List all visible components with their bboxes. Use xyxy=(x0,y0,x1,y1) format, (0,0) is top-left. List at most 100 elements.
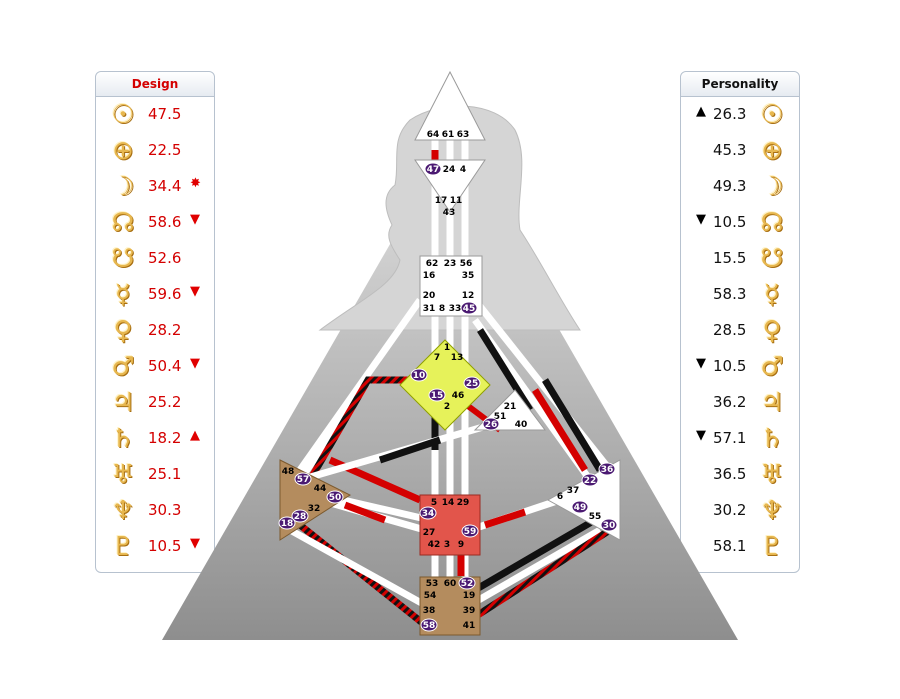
active-gate-marker xyxy=(461,524,479,538)
active-gate-marker xyxy=(600,518,618,532)
personality-row: ♃36.2 xyxy=(681,386,799,422)
neptune-icon: ♆ xyxy=(760,496,784,526)
gate-43: 43 xyxy=(443,208,456,218)
gate-12: 12 xyxy=(462,291,475,301)
gate-8: 8 xyxy=(439,304,445,314)
gate-51: 51 xyxy=(494,412,507,422)
channels xyxy=(288,130,613,628)
gate-15: 15 xyxy=(431,391,444,401)
throat-center xyxy=(419,255,483,317)
design-row: ☊58.6▼ xyxy=(96,206,214,242)
active-gate-marker xyxy=(420,618,438,632)
moon-icon: ☽ xyxy=(760,172,784,202)
design-value: 58.6 xyxy=(148,213,182,231)
design-row: ♆30.3 xyxy=(96,494,214,530)
saturn-icon: ♄ xyxy=(760,424,784,454)
active-gate-marker xyxy=(598,462,616,476)
detriment-icon: ▼ xyxy=(696,356,706,371)
gate-32: 32 xyxy=(308,504,321,514)
gate-3: 3 xyxy=(444,540,450,550)
gate-14: 14 xyxy=(442,498,455,508)
jupiter-icon: ♃ xyxy=(760,388,784,418)
juxtaposition-icon: ✸ xyxy=(190,176,201,191)
gate-55: 55 xyxy=(589,512,602,522)
design-value: 22.5 xyxy=(148,141,182,159)
active-gate-marker xyxy=(294,472,312,486)
pluto-icon: ♇ xyxy=(760,532,784,562)
active-gate-marker xyxy=(428,388,446,402)
north-node-icon: ☊ xyxy=(111,208,135,238)
design-value: 18.2 xyxy=(148,429,182,447)
exalted-icon: ▲ xyxy=(190,428,200,443)
gate-34: 34 xyxy=(422,509,435,519)
gate-56: 56 xyxy=(460,259,473,269)
gate-53: 53 xyxy=(426,579,439,589)
gate-25: 25 xyxy=(466,379,479,389)
personality-row: ☽49.3 xyxy=(681,170,799,206)
personality-value: 58.3 xyxy=(713,285,747,303)
mars-icon: ♂ xyxy=(760,352,784,382)
personality-value: 10.5 xyxy=(713,213,747,231)
design-row: ♃ 25.2 xyxy=(96,386,214,422)
moon-icon: ☽ xyxy=(111,172,135,202)
gate-33: 33 xyxy=(449,304,462,314)
personality-row: ☋15.5 xyxy=(681,242,799,278)
design-value: 25.2 xyxy=(148,393,182,411)
mars-icon: ♂ xyxy=(111,352,135,382)
personality-panel: Personality ☉26.3▲⊕45.3☽49.3☊10.5▼☋15.5☿… xyxy=(680,71,800,573)
gate-59: 59 xyxy=(464,527,477,537)
mercury-icon: ☿ xyxy=(764,280,780,310)
personality-row: ☊10.5▼ xyxy=(681,206,799,242)
design-value: 10.5 xyxy=(148,537,182,555)
gate-57: 57 xyxy=(297,475,310,485)
gate-38: 38 xyxy=(423,606,436,616)
gate-37: 37 xyxy=(567,486,580,496)
gate-1: 1 xyxy=(444,343,450,353)
gate-61: 61 xyxy=(442,130,455,140)
gate-19: 19 xyxy=(463,591,476,601)
design-row: ♅ 25.1 xyxy=(96,458,214,494)
personality-value: 57.1 xyxy=(713,429,747,447)
personality-row: ♀28.5 xyxy=(681,314,799,350)
design-value: 52.6 xyxy=(148,249,182,267)
design-row: ♂50.4▼ xyxy=(96,350,214,386)
south-node-icon: ☋ xyxy=(760,244,784,274)
gate-48: 48 xyxy=(282,467,295,477)
gate-7: 7 xyxy=(434,353,440,363)
gate-24: 24 xyxy=(443,165,456,175)
detriment-icon: ▼ xyxy=(190,356,200,371)
personality-value: 30.2 xyxy=(713,501,747,519)
sun-icon: ☉ xyxy=(760,100,784,130)
gate-46: 46 xyxy=(452,391,465,401)
uranus-icon: ♅ xyxy=(760,460,784,490)
gate-9: 9 xyxy=(458,540,464,550)
design-row: ♄18.2▲ xyxy=(96,422,214,458)
gate-21: 21 xyxy=(504,402,517,412)
personality-title: Personality xyxy=(681,72,799,97)
gate-45: 45 xyxy=(463,304,476,314)
gate-23: 23 xyxy=(444,259,457,269)
design-row: ☉47.5 xyxy=(96,98,214,134)
gate-20: 20 xyxy=(423,291,436,301)
detriment-icon: ▼ xyxy=(696,212,706,227)
design-value: 25.1 xyxy=(148,465,182,483)
personality-value: 58.1 xyxy=(713,537,747,555)
design-row: ☋52.6 xyxy=(96,242,214,278)
design-value: 30.3 xyxy=(148,501,182,519)
gate-29: 29 xyxy=(457,498,470,508)
personality-row: ♂10.5▼ xyxy=(681,350,799,386)
active-gate-marker xyxy=(482,417,500,431)
personality-row: ⊕45.3 xyxy=(681,134,799,170)
gate-10: 10 xyxy=(413,371,426,381)
design-value: 47.5 xyxy=(148,105,182,123)
active-gate-marker xyxy=(460,301,478,315)
venus-icon: ♀ xyxy=(762,316,782,346)
design-panel: Design ☉47.5⊕22.5☽34.4✸☊58.6▼☋52.6☿59.6▼… xyxy=(95,71,215,573)
gate-39: 39 xyxy=(463,606,476,616)
active-gate-marker xyxy=(419,506,437,520)
uranus-icon: ♅ xyxy=(111,460,135,490)
sacral-center xyxy=(419,494,481,556)
personality-value: 26.3 xyxy=(713,105,747,123)
jupiter-icon: ♃ xyxy=(111,388,135,418)
